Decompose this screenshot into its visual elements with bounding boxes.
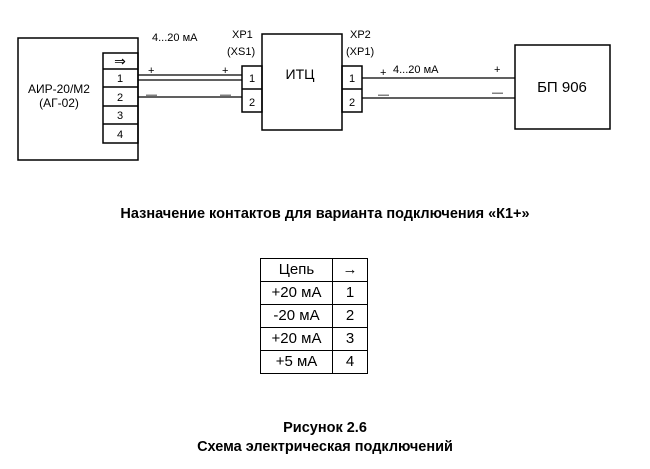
- minus-sign-left-sensor: —: [146, 89, 157, 101]
- itc-block: [261, 33, 343, 131]
- xp2-sublabel: (XP1): [346, 46, 374, 58]
- figure-title: Схема электрическая подключений: [197, 439, 453, 455]
- minus-sign-left-itc: —: [220, 89, 231, 101]
- xp1-label: XP1: [232, 29, 253, 41]
- psu-block: [514, 44, 611, 130]
- table-header-row: Цепь →: [260, 258, 368, 282]
- table-cell-circuit: -20 мА: [260, 304, 333, 328]
- table-cell-pin: 2: [332, 304, 368, 328]
- table-cell-circuit: +20 мА: [260, 327, 333, 351]
- sensor-model: (АГ-02): [39, 96, 79, 110]
- sensor-terminal-2: 2: [117, 92, 123, 104]
- plus-sign-right-itc: +: [380, 67, 386, 79]
- psu-label: БП 906: [537, 79, 587, 96]
- table-cell-pin: 1: [332, 281, 368, 305]
- minus-sign-right-itc: —: [378, 89, 389, 101]
- sensor-terminal-strip: [102, 52, 139, 144]
- signal-label-right: 4...20 мА: [393, 64, 439, 76]
- plus-sign-right-psu: +: [494, 64, 500, 76]
- sensor-header-arrow: ⇒: [114, 53, 126, 69]
- itc-left-terminal-1: 1: [249, 73, 255, 85]
- minus-sign-right-psu: —: [492, 87, 503, 99]
- xp2-label: XP2: [350, 29, 371, 41]
- plus-sign-left-sensor: +: [148, 65, 154, 77]
- figure-number: Рисунок 2.6: [283, 420, 367, 436]
- table-row: +20 мА 1: [260, 281, 368, 305]
- sensor-name: АИР-20/М2: [28, 82, 90, 96]
- table-cell-pin: 3: [332, 327, 368, 351]
- sensor-terminal-1: 1: [117, 73, 123, 85]
- table-header-arrow-icon: →: [332, 258, 368, 282]
- section-heading: Назначение контактов для варианта подклю…: [120, 206, 530, 222]
- itc-label: ИТЦ: [286, 66, 316, 82]
- signal-label-left: 4...20 мА: [152, 32, 198, 44]
- table-cell-circuit: +5 мА: [260, 350, 333, 374]
- table-cell-circuit: +20 мА: [260, 281, 333, 305]
- sensor-terminal-4: 4: [117, 129, 123, 141]
- itc-left-terminal-2: 2: [249, 97, 255, 109]
- table-header-circuit: Цепь: [260, 258, 333, 282]
- table-row: -20 мА 2: [260, 304, 368, 328]
- table-row: +20 мА 3: [260, 327, 368, 351]
- table-cell-pin: 4: [332, 350, 368, 374]
- xp1-sublabel: (XS1): [227, 46, 255, 58]
- itc-right-terminal-1: 1: [349, 73, 355, 85]
- table-row: +5 мА 4: [260, 350, 368, 374]
- plus-sign-left-itc: +: [222, 65, 228, 77]
- pin-assignment-table: Цепь → +20 мА 1 -20 мА 2 +20 мА 3 +5 мА …: [260, 258, 368, 374]
- itc-right-terminal-2: 2: [349, 97, 355, 109]
- sensor-terminal-3: 3: [117, 110, 123, 122]
- wiring-diagram: АИР-20/М2 (АГ-02) ⇒ 1 2 3 4 4...20 мА + …: [17, 29, 611, 161]
